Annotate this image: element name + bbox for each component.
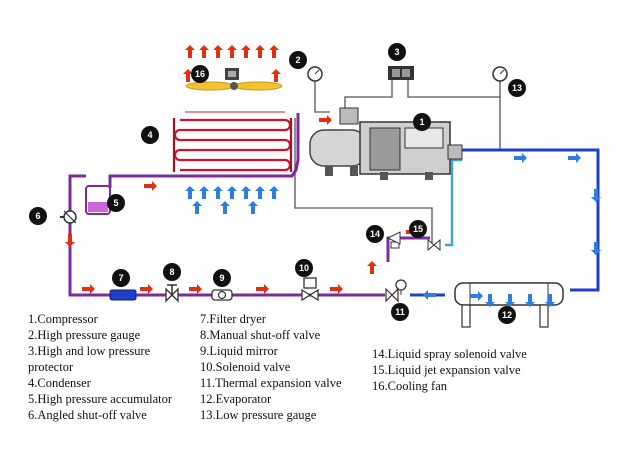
expansion-valve-icon [385, 279, 407, 303]
legend-item: 2.High pressure gauge [28, 328, 141, 342]
badge-label: 15 [413, 224, 423, 234]
legend-item: 4.Condenser [28, 376, 91, 390]
cold-air-arrows [185, 186, 279, 214]
badge-label: 4 [147, 130, 152, 140]
legend-item: 1.Compressor [28, 312, 98, 326]
badge-11: 11 [391, 303, 409, 321]
badge-5: 5 [107, 194, 125, 212]
solenoid-valve-icon [301, 277, 319, 302]
injection-line [445, 158, 462, 247]
badge-12: 12 [498, 306, 516, 324]
badge-label: 12 [502, 310, 512, 320]
pressure-switch-icon [388, 66, 414, 80]
badge-8: 8 [163, 263, 181, 281]
badge-label: 13 [512, 83, 522, 93]
badge-13: 13 [508, 79, 526, 97]
badge-2: 2 [289, 51, 307, 69]
filter-dryer-icon [109, 289, 137, 301]
badge-label: 7 [118, 273, 123, 283]
legend-column-3: 14.Liquid spray solenoid valve 15.Liquid… [372, 346, 527, 394]
spray-solenoid-valve-icon [386, 231, 401, 249]
manual-valve-icon [165, 284, 179, 303]
badge-label: 11 [395, 307, 405, 317]
badge-9: 9 [213, 269, 231, 287]
legend-item: 7.Filter dryer [200, 312, 266, 326]
pressure-gauge-icon [307, 66, 323, 82]
compressor-icon [309, 107, 463, 180]
legend-item: 11.Thermal expansion valve [200, 376, 342, 390]
legend-item: 15.Liquid jet expansion valve [372, 363, 521, 377]
badge-16: 16 [191, 65, 209, 83]
legend-item: 14.Liquid spray solenoid valve [372, 347, 527, 361]
badge-3: 3 [388, 43, 406, 61]
badge-10: 10 [295, 259, 313, 277]
legend-item: 3.High and low pressure protector [28, 344, 151, 374]
badge-14: 14 [366, 225, 384, 243]
legend-item: 6.Angled shut-off valve [28, 408, 147, 422]
badge-label: 9 [219, 273, 224, 283]
fan-icon [185, 68, 283, 91]
legend-item: 9.Liquid mirror [200, 344, 278, 358]
accumulator-icon [85, 185, 111, 215]
legend-item: 5.High pressure accumulator [28, 392, 173, 406]
badge-label: 6 [35, 211, 40, 221]
condenser-coil-icon [172, 118, 293, 172]
badge-6: 6 [29, 207, 47, 225]
badge-label: 2 [295, 55, 300, 65]
badge-label: 16 [195, 69, 205, 79]
badge-label: 14 [370, 229, 380, 239]
badge-label: 8 [169, 267, 174, 277]
badge-1: 1 [413, 113, 431, 131]
legend-column-1: 1.Compressor 2.High pressure gauge 3.Hig… [28, 311, 193, 423]
legend-item: 13.Low pressure gauge [200, 408, 317, 422]
jet-expansion-valve-icon [427, 238, 441, 252]
sight-glass-icon [211, 289, 233, 301]
gauge-lines [294, 80, 501, 245]
legend-column-2: 7.Filter dryer 8.Manual shut-off valve 9… [200, 311, 342, 423]
badge-7: 7 [112, 269, 130, 287]
badge-label: 3 [394, 47, 399, 57]
legend-item: 8.Manual shut-off valve [200, 328, 321, 342]
legend-item: 12.Evaporator [200, 392, 272, 406]
badge-label: 5 [113, 198, 118, 208]
shut-off-valve-icon [60, 210, 77, 224]
badge-label: 10 [299, 263, 309, 273]
badge-label: 1 [419, 117, 424, 127]
badge-4: 4 [141, 126, 159, 144]
legend-item: 16.Cooling fan [372, 379, 447, 393]
low-pressure-gauge-icon [492, 66, 508, 82]
legend-item: 10.Solenoid valve [200, 360, 291, 374]
badge-15: 15 [409, 220, 427, 238]
